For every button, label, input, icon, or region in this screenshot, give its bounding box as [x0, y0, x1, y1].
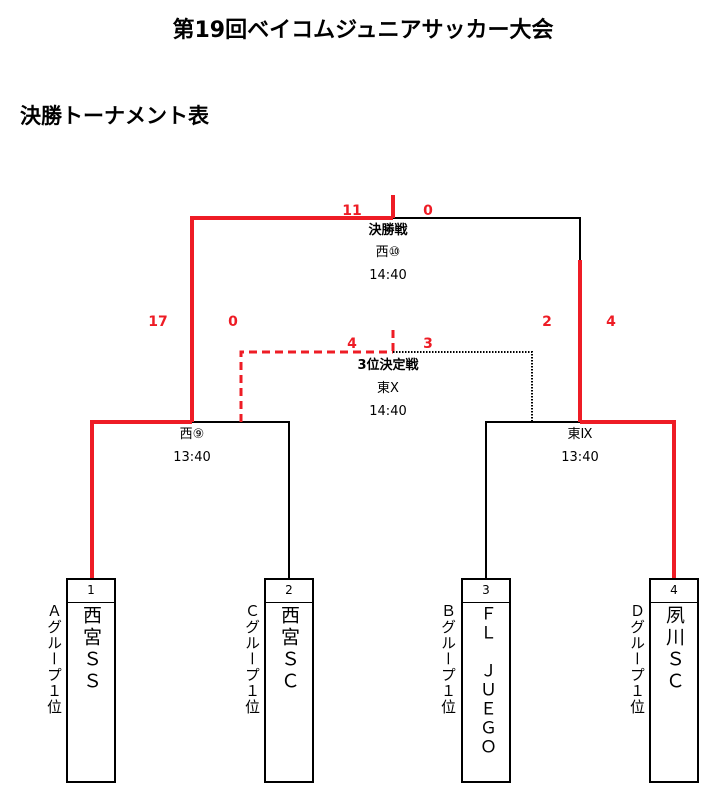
- final-score-left: 11: [342, 203, 362, 219]
- final-match-name: 決勝戦: [368, 223, 408, 238]
- third-score-left: 4: [347, 336, 357, 352]
- semi-right-time: 13:40: [561, 450, 599, 465]
- semi-left-venue: 西⑨: [179, 427, 205, 442]
- semi-right-venue: 東Ⅸ: [567, 427, 593, 442]
- third-right-line: [393, 351, 533, 422]
- team-box-2: 2 西宮ＳＣ: [264, 578, 314, 783]
- semi-right-winner-line: [580, 420, 676, 580]
- team-1-name: 西宮ＳＳ: [80, 605, 102, 693]
- final-venue: 西⑩: [375, 245, 401, 260]
- team-1-seed: 1: [68, 580, 114, 603]
- team-3-seed: 3: [463, 580, 509, 603]
- team-1-group: Ａグループ１位: [45, 603, 63, 715]
- team-box-1: 1 西宮ＳＳ: [66, 578, 116, 783]
- tournament-title: 第19回ベイコムジュニアサッカー大会: [172, 18, 554, 43]
- final-time: 14:40: [369, 268, 407, 283]
- team-4-group: Ｄグループ１位: [628, 603, 646, 715]
- third-left-line: [239, 350, 393, 422]
- bracket-subtitle: 決勝トーナメント表: [20, 104, 209, 128]
- team-4-name: 夙川ＳＣ: [663, 605, 685, 693]
- team-box-4: 4 夙川ＳＣ: [649, 578, 699, 783]
- third-score-right: 3: [423, 336, 433, 352]
- semi-right-score-top: 2: [542, 314, 552, 330]
- semi-left-winner-line: [90, 420, 192, 580]
- team-2-name: 西宮ＳＣ: [278, 605, 300, 693]
- team-box-3: 3 ＦＬ ＪＵＥＧＯ: [461, 578, 511, 783]
- semi-left-score-bottom: 0: [228, 314, 238, 330]
- final-left-line: [190, 216, 393, 422]
- semi-left-time: 13:40: [173, 450, 211, 465]
- team-2-group: Ｃグループ１位: [243, 603, 261, 715]
- semi-left-loser-line: [192, 421, 290, 580]
- team-2-seed: 2: [266, 580, 312, 603]
- team-3-group: Ｂグループ１位: [439, 603, 457, 715]
- third-time: 14:40: [369, 404, 407, 419]
- third-match-name: 3位決定戦: [357, 358, 419, 373]
- semi-left-score-top: 17: [148, 314, 168, 330]
- team-4-seed: 4: [651, 580, 697, 603]
- semi-right-score-bottom: 4: [606, 314, 616, 330]
- final-score-right: 0: [423, 203, 433, 219]
- third-venue: 東Ⅹ: [377, 381, 399, 396]
- team-3-name: ＦＬ ＪＵＥＧＯ: [476, 605, 496, 757]
- semi-right-loser-line: [485, 421, 580, 580]
